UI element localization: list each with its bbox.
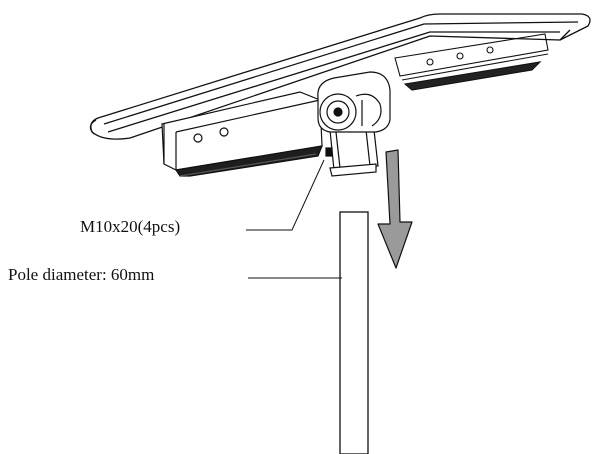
solar-panel [89, 13, 591, 140]
leader-lines [246, 159, 342, 279]
bolt-leader-line [246, 159, 325, 231]
pole-diameter-label: Pole diameter: 60mm [8, 265, 155, 284]
pole [339, 211, 369, 454]
led-housing-right [394, 33, 549, 91]
bolt-spec-label: M10x20(4pcs) [80, 217, 181, 236]
led-housing-left [161, 91, 323, 177]
mounting-bracket [317, 71, 391, 177]
insertion-arrow [377, 149, 413, 269]
